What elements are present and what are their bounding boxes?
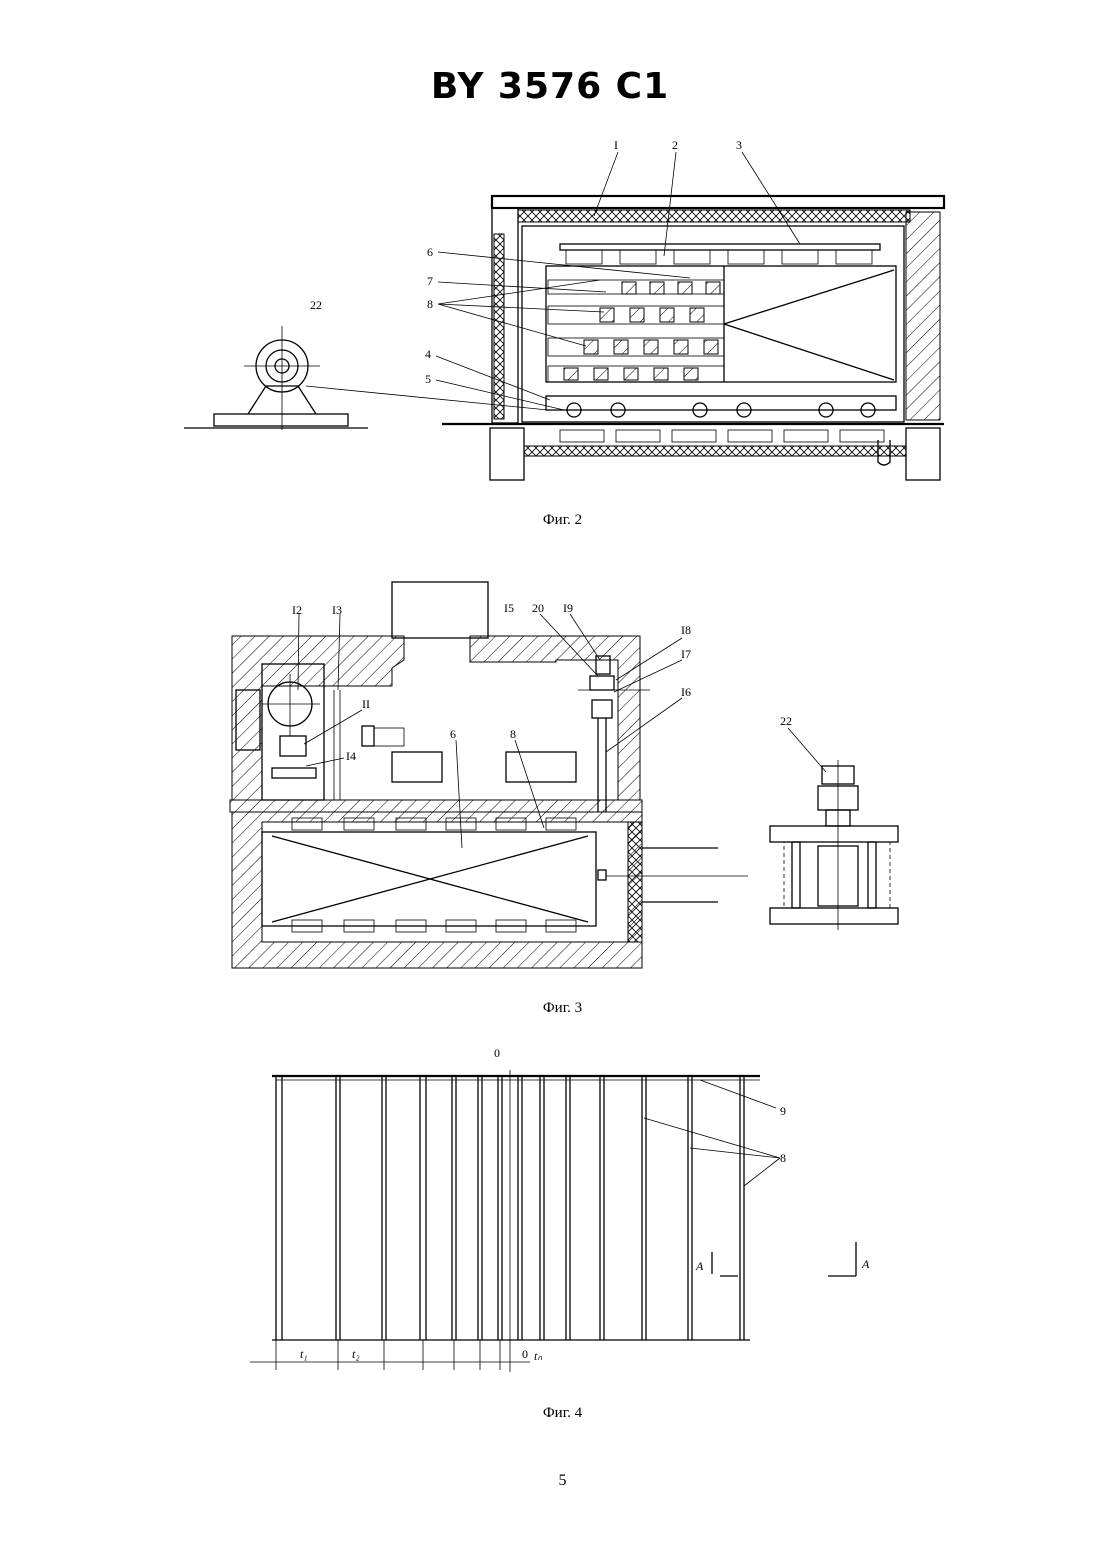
fig3-label: I8 [681, 623, 691, 637]
fig3-heaters [292, 818, 576, 932]
fig4-label: 9 [780, 1104, 786, 1118]
fig3-label: 20 [532, 601, 544, 615]
winch-22-side [770, 760, 898, 930]
dimension-ticks [276, 1340, 500, 1370]
figure-3-drawing: I2 I3 II I4 6 8 I5 20 I9 I8 I7 I6 22 [230, 582, 898, 968]
fig4-label: t₂ [352, 1347, 360, 1361]
fig3-label: I5 [504, 601, 514, 615]
fig3-label: 8 [510, 727, 516, 741]
fig4-label: t₁ [300, 1347, 308, 1361]
fig2-leaders [436, 152, 800, 410]
fig3-label: II [362, 697, 370, 711]
fig2-label: 22 [310, 298, 322, 312]
fig3-label: I2 [292, 603, 302, 617]
fig4-label: 0 [522, 1347, 528, 1361]
fig2-label: 7 [427, 274, 433, 288]
bottom-heaters [560, 430, 884, 442]
figure-3-caption: Фиг. 3 [0, 1000, 1100, 1017]
fig4-plates [276, 1070, 744, 1372]
fig3-label: I3 [332, 603, 342, 617]
page-number: 5 [0, 1472, 1100, 1490]
figure-2-drawing: I 2 3 6 7 8 4 5 22 [184, 138, 944, 480]
fig4-label: tₙ [534, 1349, 542, 1363]
fig2-label: 5 [425, 372, 431, 386]
figure-2-caption: Фиг. 2 [0, 512, 1100, 529]
fig4-label: 8 [780, 1151, 786, 1165]
fig3-label: 22 [780, 714, 792, 728]
fig3-label: I4 [346, 749, 356, 763]
figure-4-caption: Фиг. 4 [0, 1405, 1100, 1422]
fig4-label: 0 [494, 1046, 500, 1060]
fig3-label: I6 [681, 685, 691, 699]
stack-layers [548, 280, 724, 382]
fig2-label: 4 [425, 347, 431, 361]
fig2-label: 6 [427, 245, 433, 259]
fig2-label: 3 [736, 138, 742, 152]
fig3-label: I9 [563, 601, 573, 615]
figure-4-drawing: 0 9 8 A A t₁ t₂ 0 tₙ [250, 1046, 870, 1372]
fig2-label: 2 [672, 138, 678, 152]
fig2-label: I [614, 138, 618, 152]
top-heaters [560, 244, 880, 264]
fig2-label: 8 [427, 297, 433, 311]
fig4-label: A [861, 1257, 870, 1271]
fig4-label: A [695, 1259, 704, 1273]
fig3-label: 6 [450, 727, 456, 741]
fig3-label: I7 [681, 647, 691, 661]
